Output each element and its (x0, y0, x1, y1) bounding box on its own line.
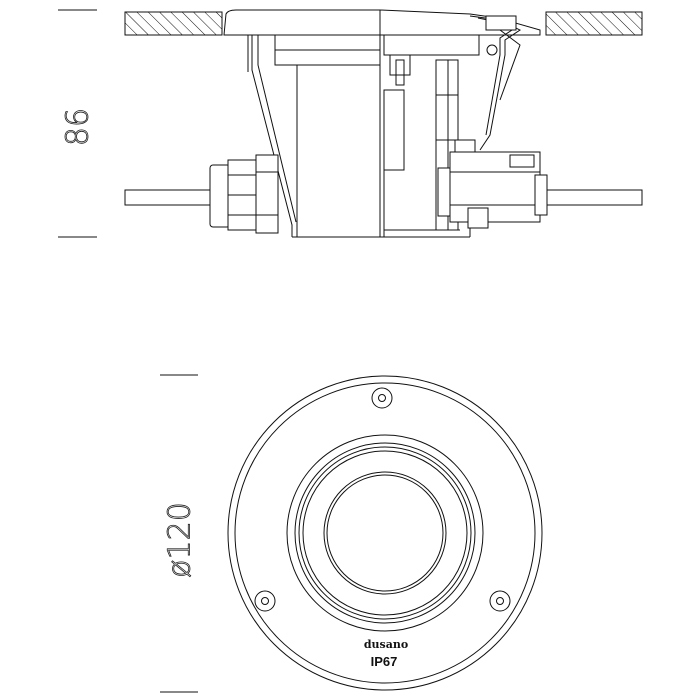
screw-hole (496, 597, 504, 605)
height-dimension: 86 (58, 9, 97, 238)
terminal-clamp (454, 139, 476, 153)
bezel-ring-2 (294, 442, 476, 624)
clip-latch (485, 15, 517, 31)
screw-terminal (395, 59, 405, 86)
driver-module (383, 89, 405, 171)
outer-trim-edge (227, 375, 543, 691)
cable-right (540, 189, 643, 206)
cables (124, 189, 643, 206)
screw-bottom-left (254, 590, 276, 612)
ip-rating-label: IP67 (371, 654, 398, 669)
outer-trim-inner-edge (234, 382, 536, 684)
left-cable-gland (209, 154, 279, 234)
clip-pivot (486, 44, 498, 56)
screw-icon (489, 590, 511, 612)
screw-icon (371, 387, 393, 409)
terminal-screw-top (509, 154, 535, 168)
driver-top (383, 34, 480, 56)
fixture-body (223, 9, 541, 238)
terminal-block (389, 54, 411, 76)
ceiling-slab (124, 11, 643, 36)
clip-arm (499, 29, 521, 101)
screw-bottom-right (489, 590, 511, 612)
terminal-screw-bottom (467, 207, 489, 229)
gland-seal (209, 164, 231, 228)
gland-body (255, 154, 279, 234)
screw-icon (254, 590, 276, 612)
top-view: ø120 dusano IP67 (160, 374, 543, 693)
left-sleeve-inner (257, 35, 297, 223)
cable-left (124, 189, 215, 206)
lamp-body (296, 64, 381, 238)
bezel-ring-3 (298, 446, 472, 620)
bezel-ring-outer (286, 434, 484, 632)
brand-logo: dusano (364, 638, 408, 651)
ceiling-right-section (545, 11, 643, 36)
height-dimension-label: 86 (61, 108, 96, 146)
terminal-cap-right (534, 174, 548, 216)
screw-hole (261, 597, 269, 605)
screw-top (371, 387, 393, 409)
bezel-ring-4 (302, 450, 468, 616)
terminal-cap-left (437, 167, 451, 217)
side-view: 86 (58, 9, 643, 238)
diameter-dimension-label: ø120 (163, 502, 198, 578)
lens-outer (323, 471, 447, 595)
ceiling-left-section (124, 11, 223, 36)
screw-hole (378, 394, 386, 402)
right-terminal-box (437, 139, 548, 229)
lens-inner (326, 474, 444, 592)
diameter-dimension: ø120 (160, 374, 198, 693)
